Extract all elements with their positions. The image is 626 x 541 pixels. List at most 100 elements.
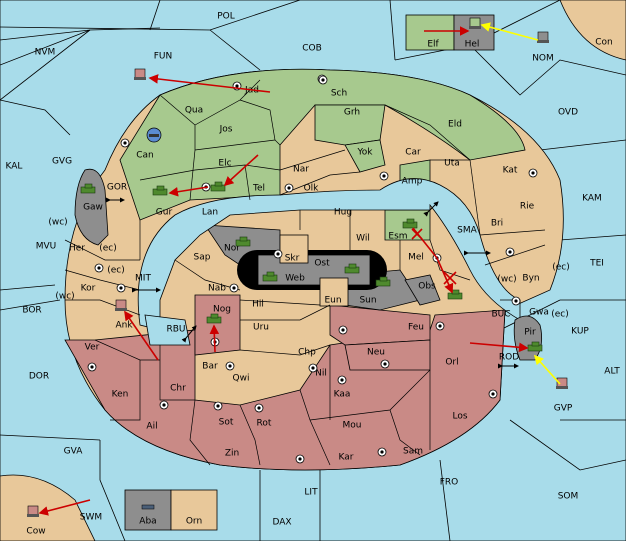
label-Nog: Nog [213, 305, 231, 315]
label-MVU: MVU [36, 242, 57, 252]
fleet-unit-icon[interactable] [141, 504, 155, 510]
province-skr[interactable] [279, 234, 309, 264]
supply-center-icon [380, 359, 390, 369]
fleet-unit-icon[interactable] [469, 17, 481, 29]
label-Can: Can [136, 151, 154, 161]
province-orn[interactable] [170, 489, 218, 531]
sea-inner-channel[interactable] [137, 178, 521, 331]
label-OVD: OVD [558, 108, 578, 118]
supply-center-icon [225, 361, 235, 371]
supply-center-icon [308, 363, 318, 373]
label-Hel: Hel [465, 40, 480, 50]
label-Grh: Grh [344, 108, 360, 118]
label-Nil: Nil [315, 369, 327, 379]
label-Sap: Sap [194, 253, 211, 263]
label-SMA: SMA [457, 226, 477, 236]
army-unit-icon[interactable] [210, 181, 226, 192]
label-Obs: Obs [418, 282, 436, 292]
label-Orl: Orl [445, 358, 458, 368]
units [27, 17, 568, 517]
label-SOM: SOM [558, 492, 579, 502]
label-Los: Los [452, 412, 467, 422]
label-Ost: Ost [314, 259, 330, 269]
label-RBU: RBU [166, 325, 185, 335]
label-Sot: Sot [219, 418, 234, 428]
supply-center-icon [295, 454, 305, 464]
label-wc3: (wc) [497, 275, 516, 285]
supply-center-icon [94, 263, 104, 273]
label-Skr: Skr [285, 254, 300, 264]
label-wc1: (wc) [48, 218, 67, 228]
fleet-unit-icon[interactable] [556, 377, 568, 389]
label-DOR: DOR [29, 372, 49, 382]
label-Sch: Sch [331, 89, 347, 99]
fleet-unit-icon[interactable] [537, 31, 549, 43]
sea-rbu[interactable] [144, 314, 191, 346]
label-Kaa: Kaa [334, 390, 351, 400]
fleet-unit-icon[interactable] [134, 68, 146, 80]
label-Sam: Sam [403, 447, 423, 457]
label-Sun: Sun [359, 296, 376, 306]
fleet-unit-icon[interactable] [27, 505, 39, 517]
label-Nar: Nar [293, 165, 309, 175]
label-Pir: Pir [524, 328, 536, 338]
supply-center-icon [505, 247, 515, 257]
label-Hug: Hug [334, 208, 352, 218]
label-Car: Car [405, 148, 421, 158]
label-Kar: Kar [339, 453, 354, 463]
label-GOR: GOR [107, 183, 127, 193]
army-unit-icon[interactable] [152, 185, 168, 196]
fleet-unit-icon[interactable] [115, 299, 127, 311]
label-ALT: ALT [604, 367, 620, 377]
label-Qua: Qua [185, 106, 203, 116]
label-Gaw: Gaw [83, 203, 103, 213]
province-yok[interactable] [344, 139, 386, 173]
province-aba[interactable] [124, 489, 172, 531]
label-Kor: Kor [81, 284, 96, 294]
province-eun[interactable] [319, 277, 349, 307]
label-GVG: GVG [52, 157, 72, 167]
label-Rie: Rie [520, 202, 535, 212]
label-Zin: Zin [225, 449, 239, 459]
label-Web: Web [285, 274, 305, 284]
label-Amp: Amp [402, 177, 423, 187]
army-unit-icon[interactable] [235, 236, 251, 247]
label-Qwi: Qwi [233, 374, 250, 384]
label-Hil: Hil [252, 300, 264, 310]
supply-center-icon [229, 283, 239, 293]
supply-centers [87, 74, 538, 464]
supply-center-icon [379, 171, 389, 181]
label-Her: Her [69, 244, 85, 254]
label-SWM: SWM [80, 513, 102, 523]
label-TEI: TEI [589, 259, 604, 269]
label-Ken: Ken [112, 390, 129, 400]
label-Nab: Nab [208, 284, 226, 294]
label-KAM: KAM [582, 194, 602, 204]
supply-center-icon [116, 283, 126, 293]
army-unit-icon[interactable] [206, 313, 222, 324]
supply-center-icon [318, 75, 328, 85]
connector-arrows [106, 197, 519, 369]
army-unit-icon[interactable] [375, 276, 391, 287]
label-Jos: Jos [219, 125, 233, 135]
label-Byn: Byn [522, 274, 539, 284]
label-Ver: Ver [85, 343, 100, 353]
province-elf[interactable] [405, 14, 455, 51]
label-GVA: GVA [64, 447, 84, 457]
fleet-unit-icon[interactable] [146, 127, 162, 143]
label-BUC: BUC [491, 310, 510, 320]
label-Esm: Esm [388, 232, 407, 242]
label-Lan: Lan [202, 208, 218, 218]
label-Rot: Rot [257, 419, 272, 429]
label-Chr: Chr [170, 384, 186, 394]
army-unit-icon[interactable] [344, 263, 360, 274]
label-NVM: NVM [35, 48, 56, 58]
army-unit-icon[interactable] [80, 183, 96, 194]
label-MIT: MIT [135, 274, 151, 284]
army-unit-icon[interactable] [402, 218, 418, 229]
labels: POL COB FUN NVM NOM Con OVD KAM TEI KUP … [6, 12, 621, 537]
army-unit-icon[interactable] [262, 271, 278, 282]
order-failed-marks [411, 228, 457, 285]
supply-center-icon [120, 138, 130, 148]
